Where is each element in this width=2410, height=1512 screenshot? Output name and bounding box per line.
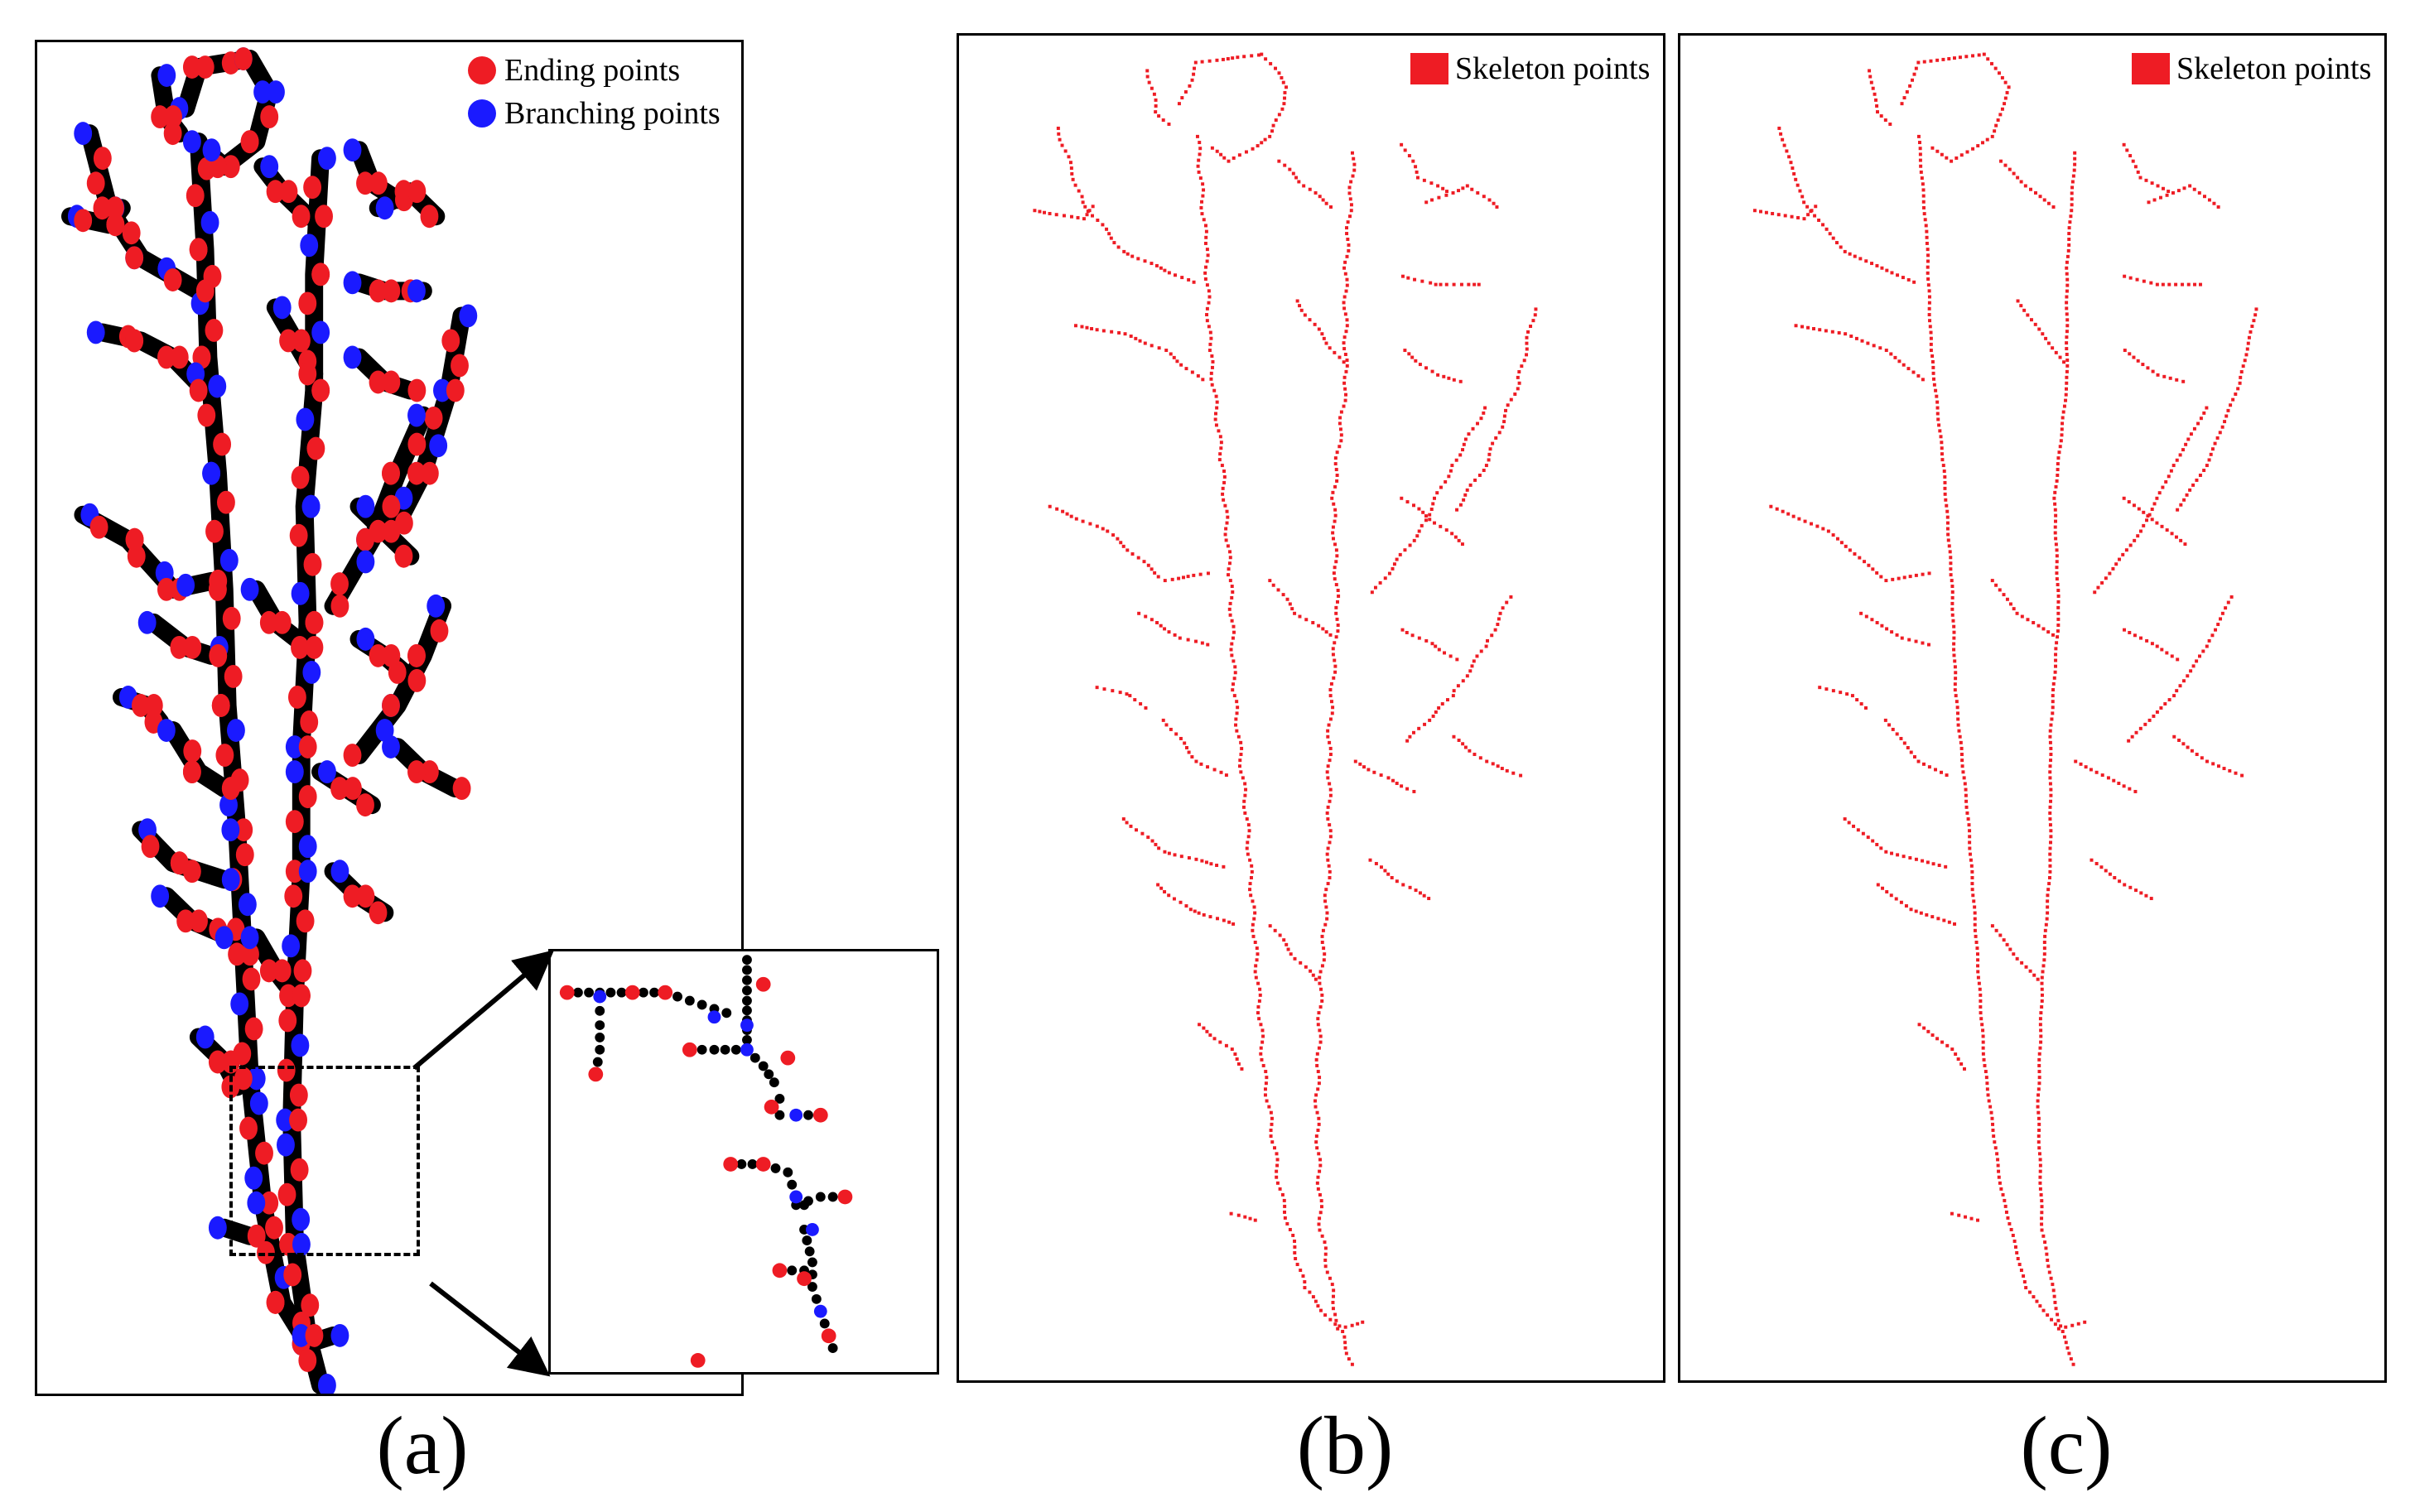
caption-c: (c) bbox=[2020, 1399, 2113, 1491]
skeleton-plot-b bbox=[1033, 52, 1538, 1366]
root-nodes bbox=[67, 47, 478, 1394]
legend-skeleton-label-c: Skeleton points bbox=[2176, 51, 2372, 86]
branching-point-swatch bbox=[468, 99, 496, 128]
skeleton-plot-c bbox=[1752, 52, 2258, 1366]
skeleton-point-swatch bbox=[1410, 53, 1448, 84]
panel-a: Ending points Branching points bbox=[35, 40, 744, 1396]
zoom-inset bbox=[548, 949, 939, 1375]
caption-a: (a) bbox=[376, 1399, 469, 1491]
panel-c: Skeleton points bbox=[1678, 33, 2387, 1383]
legend-a: Ending points Branching points bbox=[468, 49, 721, 135]
legend-c: Skeleton points bbox=[2132, 47, 2371, 90]
inset-links bbox=[562, 955, 838, 1354]
legend-b: Skeleton points bbox=[1410, 47, 1650, 90]
root-network-points-plot bbox=[60, 47, 478, 1394]
ending-point-swatch bbox=[468, 56, 496, 84]
zoomed-points-plot bbox=[559, 955, 853, 1368]
legend-skeleton-points-c: Skeleton points bbox=[2132, 47, 2371, 90]
legend-ending-label: Ending points bbox=[504, 53, 681, 88]
skeleton-points bbox=[1752, 52, 2258, 1366]
legend-ending-points: Ending points bbox=[468, 49, 721, 92]
legend-skeleton-label-b: Skeleton points bbox=[1455, 51, 1651, 86]
panel-b: Skeleton points bbox=[957, 33, 1665, 1383]
zoom-region-box bbox=[229, 1066, 420, 1256]
skeleton-point-swatch bbox=[2132, 53, 2170, 84]
legend-skeleton-points-b: Skeleton points bbox=[1410, 47, 1650, 90]
legend-branching-label: Branching points bbox=[504, 96, 721, 131]
legend-branching-points: Branching points bbox=[468, 92, 721, 135]
caption-b: (b) bbox=[1296, 1399, 1394, 1491]
skeleton-points bbox=[1033, 52, 1538, 1366]
